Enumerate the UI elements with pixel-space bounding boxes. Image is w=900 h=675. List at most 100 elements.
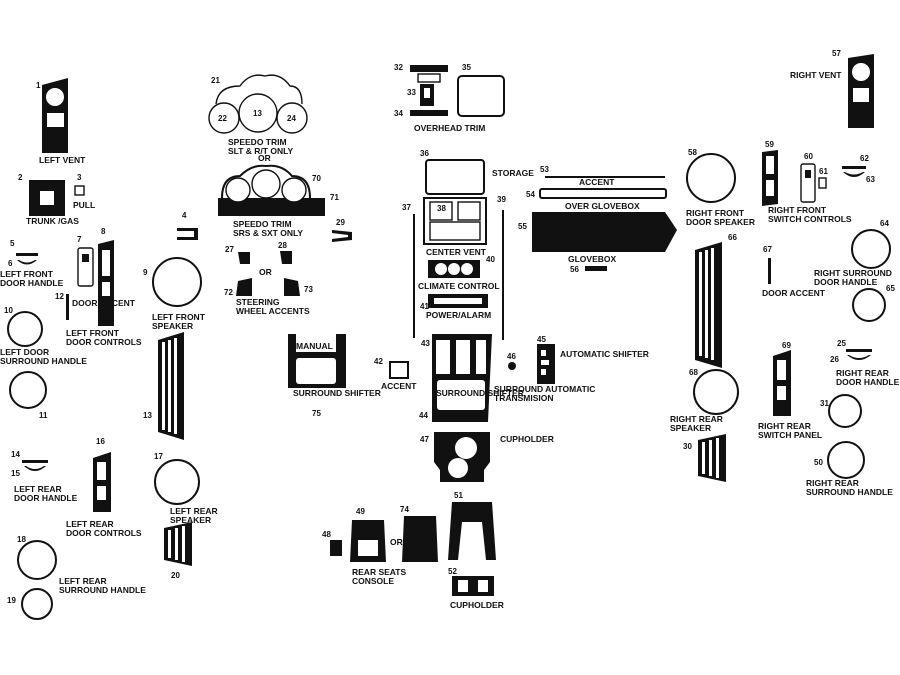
part-13: [158, 332, 184, 440]
part-27: [238, 252, 250, 264]
part-cupholder-52: [452, 576, 494, 596]
part-number-14: 14: [11, 450, 20, 459]
part-number-48: 48: [322, 530, 331, 539]
part-label-trunk-gas: TRUNK /GAS: [26, 216, 79, 226]
part-number-31: 31: [820, 399, 829, 408]
part-pull: [74, 185, 85, 196]
part-number-20: 20: [171, 571, 180, 580]
part-11: [9, 371, 47, 409]
part-number-21: 21: [211, 76, 220, 85]
part-48: [330, 540, 342, 556]
part-number-69: 69: [782, 341, 791, 350]
part-number-9: 9: [143, 268, 148, 277]
part-right-rear-switch-panel: [773, 350, 791, 416]
part-19: [21, 588, 53, 620]
part-8: [98, 240, 114, 326]
part-number-54: 54: [526, 190, 535, 199]
part-number-49: 49: [356, 507, 365, 516]
part-storage: [425, 159, 485, 195]
part-surround-shifter-manual: [288, 334, 346, 388]
part-number-11: 11: [39, 411, 48, 420]
part-number-29: 29: [336, 218, 345, 227]
part-30: [698, 434, 726, 482]
part-right-vent: [848, 54, 874, 128]
part-35: [457, 75, 505, 117]
part-56: [585, 266, 607, 271]
part-51: [448, 502, 496, 560]
part-number-3: 3: [77, 173, 82, 182]
part-number-41: 41: [420, 302, 429, 311]
part-73: [284, 278, 300, 296]
part-label-automatic-shifter: AUTOMATIC SHIFTER: [560, 349, 649, 359]
part-left-rear-speaker: [154, 459, 200, 505]
part-number-67: 67: [763, 245, 772, 254]
part-right-front-switch-controls: [762, 150, 778, 206]
part-18: [17, 540, 57, 580]
part-number-60: 60: [804, 152, 813, 161]
part-number-40: 40: [486, 255, 495, 264]
part-number-53: 53: [540, 165, 549, 174]
part-center-vent: [423, 197, 487, 245]
part-label-surround-shifter: SURROUND SHIFTER: [436, 388, 524, 398]
part-number-55: 55: [518, 222, 527, 231]
part-door-accent-67: [768, 258, 771, 284]
part-number-8: 8: [101, 227, 106, 236]
part-speedo-trim-srs: [218, 164, 325, 216]
part-label-door-accent-67: DOOR ACCENT: [762, 288, 826, 298]
part-number-65: 65: [886, 284, 895, 293]
part-number-57: 57: [832, 49, 841, 58]
part-number-10: 10: [4, 306, 13, 315]
part-number-6: 6: [8, 259, 13, 268]
part-label-accent-53: ACCENT: [579, 177, 615, 187]
part-label-cupholder-52: CUPHOLDER: [450, 600, 504, 610]
part-60: [800, 163, 816, 203]
part-number-59: 59: [765, 140, 774, 149]
part-climate-control: [428, 260, 480, 278]
part-number-13: 13: [143, 411, 152, 420]
part-label-power-alarm: POWER/ALARM: [426, 310, 491, 320]
part-right-rear-speaker: [693, 369, 739, 415]
part-46: [508, 362, 516, 370]
part-20: [164, 522, 192, 566]
part-number-5: 5: [10, 239, 15, 248]
part-number-24: 24: [287, 114, 296, 123]
part-number-33: 33: [407, 88, 416, 97]
part-number-23: 13: [253, 109, 262, 118]
part-number-15: 15: [11, 469, 20, 478]
part-28: [280, 251, 292, 264]
part-door-accent: [66, 294, 69, 320]
part-label-surround-shifter-manual: SURROUND SHIFTER: [293, 388, 381, 398]
part-left-front-speaker: [152, 257, 202, 307]
part-number-50: 50: [814, 458, 823, 467]
part-label-accent-42: ACCENT: [381, 381, 417, 391]
part-number-2: 2: [18, 173, 23, 182]
part-number-51: 51: [454, 491, 463, 500]
part-number-72: 72: [224, 288, 233, 297]
part-number-39: 39: [497, 195, 506, 204]
part-number-58: 58: [688, 148, 697, 157]
part-label-climate-control: CLIMATE CONTROL: [418, 281, 500, 291]
part-7: [77, 247, 94, 287]
part-number-42: 42: [374, 357, 383, 366]
part-right-surround-door-handle: [851, 229, 891, 269]
part-number-66: 66: [728, 233, 737, 242]
part-number-44: 44: [419, 411, 428, 420]
part-label-over-glovebox: OVER GLOVEBOX: [565, 201, 640, 211]
part-number-25: 25: [837, 339, 846, 348]
part-number-43: 43: [421, 339, 430, 348]
part-55: [532, 212, 677, 252]
part-right-front-door-speaker: [686, 153, 736, 203]
part-number-75: 75: [312, 409, 321, 418]
part-number-30: 30: [683, 442, 692, 451]
part-left-vent: [42, 78, 68, 153]
